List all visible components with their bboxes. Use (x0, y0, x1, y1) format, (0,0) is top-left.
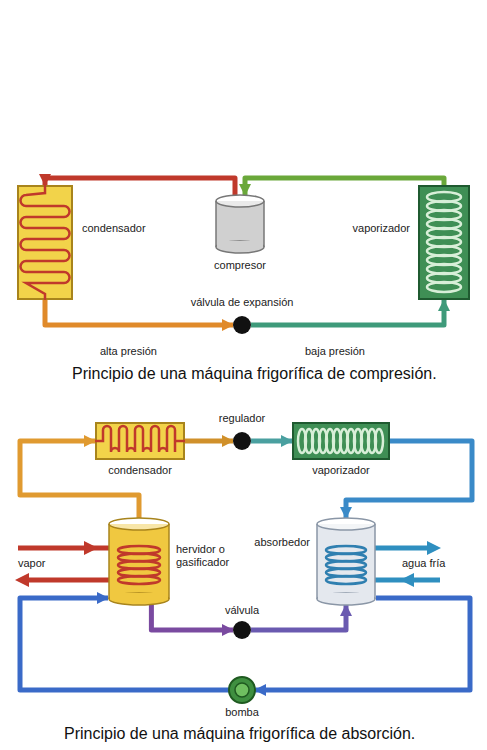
condenser-box: condensador (17, 185, 73, 300)
cylinder-side (374, 524, 376, 599)
cylinder-bottom (216, 241, 264, 253)
condenser-box: condensador (95, 422, 185, 460)
water-out-arrow (427, 541, 441, 555)
shape-outline (292, 422, 390, 460)
cylinder-body (110, 593, 168, 599)
box-outline (293, 423, 389, 459)
pipe-connector (185, 439, 233, 444)
part-label: absorbedor (216, 536, 310, 549)
pipe-connector (151, 605, 233, 630)
cylinder-top (216, 195, 264, 207)
cylinder-side (316, 524, 318, 599)
pipe-connector (255, 598, 470, 690)
expansion-valve: válvula de expansión (233, 316, 251, 334)
part-label: bomba (192, 706, 292, 719)
pressure-label: alta presión (100, 345, 157, 358)
coil-windings (21, 185, 70, 300)
shape-outline (316, 518, 376, 605)
flow-label: vapor (18, 557, 46, 570)
cylinder-side (108, 524, 110, 599)
valve-body (233, 621, 251, 639)
part-label: vaporizador (291, 464, 391, 477)
cylinder-side (168, 524, 170, 599)
shape-outline (233, 621, 251, 639)
pipe-connector (251, 439, 292, 444)
part-label: regulador (192, 412, 292, 425)
coil-loop (427, 282, 461, 292)
shape-outline (215, 195, 265, 253)
water-in-arrow (400, 573, 414, 587)
pump-body (229, 677, 255, 703)
part-label: vaporizador (318, 222, 410, 235)
serpentine-coil (21, 185, 70, 300)
caption: Principio de una máquina frigorífica de … (72, 364, 437, 383)
boiler-cylinder: hervidor o gasificador (108, 518, 170, 605)
regulator-valve: regulador (233, 432, 251, 450)
cylinder-side (215, 201, 217, 247)
part-label: válvula de expansión (152, 296, 332, 309)
part-label: condensador (82, 222, 172, 235)
valve-bowtie (237, 321, 247, 329)
cylinder-body (216, 201, 264, 247)
coil-windings (427, 192, 461, 292)
shape-outline (233, 432, 251, 450)
shape-outline (17, 185, 73, 300)
coil-windings (95, 426, 185, 452)
steam-out-pipe (26, 578, 110, 583)
cylinder-bottom (317, 593, 375, 605)
cylinder-top (317, 518, 375, 530)
flow-label: agua fría (402, 557, 445, 570)
valve-body (233, 432, 251, 450)
water-out-pipe (374, 546, 430, 551)
shape-outline (233, 316, 251, 334)
box-outline (419, 186, 469, 299)
steam-pipes (18, 548, 110, 580)
coil-windings (298, 429, 383, 453)
pump-rotor (235, 683, 249, 697)
valve-bowtie (237, 626, 247, 634)
shape-outline (95, 422, 185, 460)
cylinder-body (317, 524, 375, 599)
valve-body (233, 316, 251, 334)
pipe-connector (45, 178, 235, 195)
coil-loop (375, 429, 383, 453)
pump-circle: bomba (229, 677, 255, 703)
evaporator-box: vaporizador (292, 422, 390, 460)
valve-symbol: válvula (233, 621, 251, 639)
cylinder-top (109, 518, 169, 530)
cylinder-body (318, 593, 374, 599)
cylinder-body (109, 524, 169, 599)
absorber-cylinder: absorbedor (316, 518, 376, 605)
valve-bowtie (237, 437, 247, 445)
shape-outline (108, 518, 170, 605)
coil-loop (118, 576, 160, 584)
cylinder-body (217, 241, 263, 247)
part-label: hervidor o gasificador (176, 543, 246, 569)
cylinder-side (263, 201, 265, 247)
coil-windings (118, 546, 160, 584)
part-label: condensador (90, 464, 190, 477)
box-outline (96, 423, 184, 459)
steam-out-arrow (15, 573, 29, 587)
coil-windings (326, 546, 366, 584)
coil-loop (326, 576, 366, 584)
cylinder-bottom (109, 593, 169, 605)
pipe-connector (20, 598, 229, 690)
compressor-cylinder: compresor (215, 195, 265, 253)
pressure-label: baja presión (305, 345, 365, 358)
part-label: compresor (195, 259, 285, 272)
shape-outline (418, 185, 470, 300)
steam-in-arrow (84, 541, 98, 555)
evaporator-box: vaporizador (418, 185, 470, 300)
box-outline (18, 186, 72, 299)
serpentine-coil (95, 426, 185, 452)
pipe-connector (251, 605, 346, 630)
part-label: válvula (192, 604, 292, 617)
pipe-connector (245, 178, 444, 195)
shape-outline (229, 677, 255, 703)
caption: Principio de una máquina frigorífica de … (64, 724, 415, 743)
